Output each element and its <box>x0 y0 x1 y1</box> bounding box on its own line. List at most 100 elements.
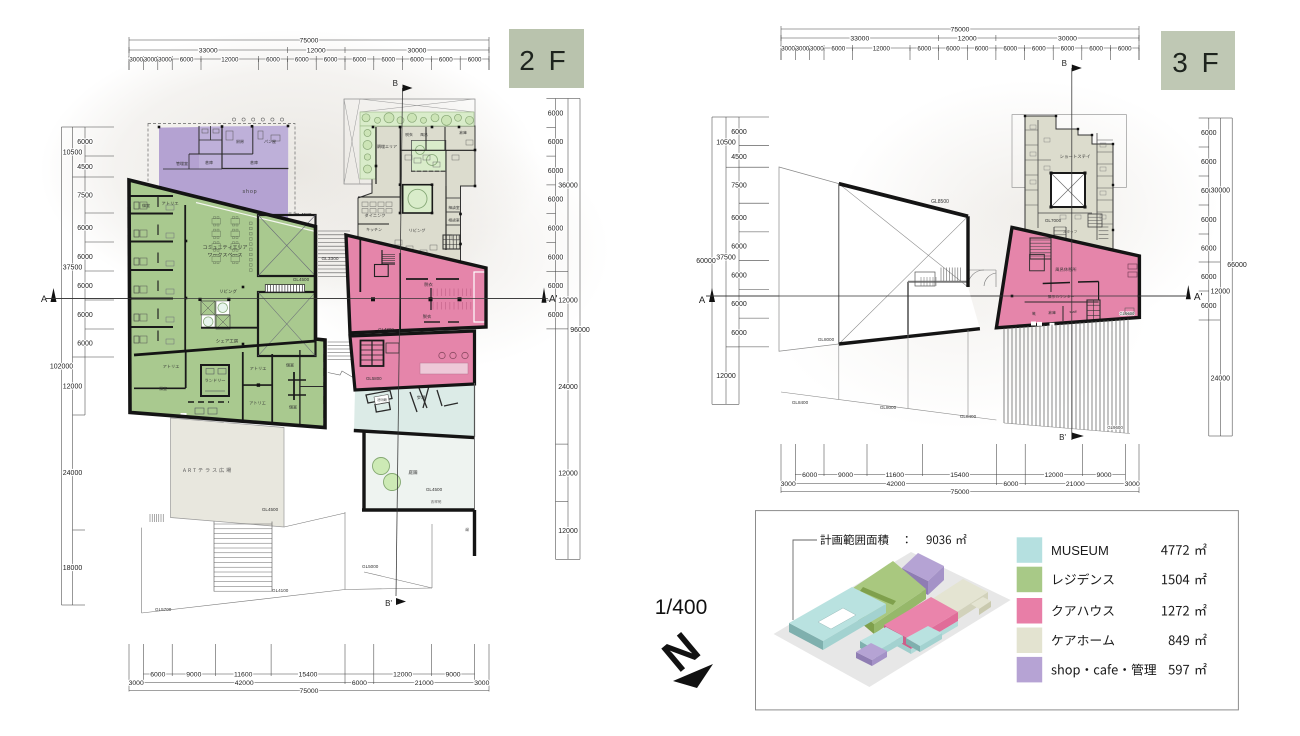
svg-text:staff: staff <box>1069 310 1077 314</box>
svg-text:6000: 6000 <box>77 312 93 319</box>
svg-text:75000: 75000 <box>951 489 970 496</box>
svg-text:A: A <box>41 294 48 305</box>
svg-text:75000: 75000 <box>300 37 319 44</box>
svg-text:6000: 6000 <box>548 226 564 233</box>
svg-text:3 F: 3 F <box>1172 47 1221 78</box>
svg-text:6000: 6000 <box>77 340 93 347</box>
svg-text:75000: 75000 <box>300 688 319 695</box>
svg-text:12000: 12000 <box>1044 472 1063 479</box>
svg-text:GL8400: GL8400 <box>792 400 809 405</box>
svg-text:7500: 7500 <box>77 192 93 199</box>
svg-text:6000: 6000 <box>548 254 564 261</box>
svg-text:A': A' <box>1194 292 1203 303</box>
svg-text:75000: 75000 <box>951 26 970 33</box>
svg-text:24000: 24000 <box>558 384 578 391</box>
svg-text:6000: 6000 <box>1003 481 1018 488</box>
svg-text:6000: 6000 <box>77 225 93 232</box>
svg-text:9000: 9000 <box>445 671 460 678</box>
svg-text:3000: 3000 <box>474 680 489 687</box>
svg-text:3000: 3000 <box>129 680 144 687</box>
svg-text:6000: 6000 <box>1118 45 1132 52</box>
svg-text:9000: 9000 <box>1096 472 1111 479</box>
svg-text:42000: 42000 <box>235 680 254 687</box>
svg-text:10500: 10500 <box>716 140 736 147</box>
svg-text:GL4800: GL4800 <box>378 327 394 332</box>
svg-text:GL3300: GL3300 <box>321 256 338 262</box>
svg-text:3000: 3000 <box>158 56 172 63</box>
svg-text:3000: 3000 <box>144 56 158 63</box>
svg-text:6000: 6000 <box>731 301 747 308</box>
svg-text:GL9600: GL9600 <box>1120 311 1136 316</box>
svg-text:10500: 10500 <box>63 149 83 156</box>
svg-text:6000: 6000 <box>802 472 817 479</box>
svg-text:12000: 12000 <box>63 383 83 390</box>
svg-text:30000: 30000 <box>1211 187 1231 194</box>
svg-text:6000: 6000 <box>77 283 93 290</box>
svg-text:6000: 6000 <box>548 197 564 204</box>
svg-text:6000: 6000 <box>917 45 931 52</box>
svg-text:B': B' <box>385 599 392 608</box>
svg-text:12000: 12000 <box>958 35 977 42</box>
svg-text:1/400: 1/400 <box>655 596 708 619</box>
svg-text:6000: 6000 <box>731 330 747 337</box>
svg-text:GL5000: GL5000 <box>362 564 379 569</box>
svg-text:60000: 60000 <box>696 258 716 265</box>
svg-text:GL7000: GL7000 <box>1045 218 1062 223</box>
svg-text:6000: 6000 <box>975 45 989 52</box>
svg-text:21000: 21000 <box>1066 481 1085 488</box>
svg-text:37500: 37500 <box>716 254 736 261</box>
svg-text:11600: 11600 <box>886 472 905 479</box>
svg-text:6000: 6000 <box>352 680 367 687</box>
svg-text:6000: 6000 <box>1089 45 1103 52</box>
svg-text:6000: 6000 <box>266 56 280 63</box>
svg-text:18000: 18000 <box>63 565 83 572</box>
svg-text:102000: 102000 <box>50 363 73 370</box>
svg-text:6000: 6000 <box>295 56 309 63</box>
svg-text:6000: 6000 <box>1201 274 1217 281</box>
svg-text:6000: 6000 <box>180 56 194 63</box>
svg-text:GL8000: GL8000 <box>818 337 835 342</box>
svg-text:GL4500: GL4500 <box>426 487 443 492</box>
svg-text:6000: 6000 <box>77 254 93 261</box>
svg-text:A': A' <box>549 294 558 305</box>
svg-text:B: B <box>393 79 398 88</box>
svg-text:3000: 3000 <box>810 45 824 52</box>
svg-text:66000: 66000 <box>1227 262 1247 269</box>
svg-text:6000: 6000 <box>548 139 564 146</box>
svg-text:GL4500: GL4500 <box>293 277 310 282</box>
svg-text:33000: 33000 <box>850 35 869 42</box>
svg-text:12000: 12000 <box>716 373 736 380</box>
svg-text:12000: 12000 <box>558 470 578 477</box>
svg-text:GL5700: GL5700 <box>155 607 172 612</box>
svg-text:3000: 3000 <box>781 481 796 488</box>
svg-text:MUSEUM: MUSEUM <box>1051 543 1109 558</box>
svg-text:GL8000: GL8000 <box>880 405 897 410</box>
svg-text:6000: 6000 <box>1201 159 1217 166</box>
svg-text:6000: 6000 <box>410 56 424 63</box>
svg-text:12000: 12000 <box>307 47 326 54</box>
svg-text:42000: 42000 <box>886 481 905 488</box>
svg-text:2 F: 2 F <box>519 45 568 76</box>
svg-text:6000: 6000 <box>1201 188 1217 195</box>
svg-text:6000: 6000 <box>731 129 747 136</box>
svg-text:6000: 6000 <box>1003 45 1017 52</box>
svg-text:9000: 9000 <box>838 472 853 479</box>
svg-text:21000: 21000 <box>415 680 434 687</box>
svg-text:12000: 12000 <box>558 528 578 535</box>
svg-text:A: A <box>699 295 706 306</box>
svg-text:6000: 6000 <box>381 56 395 63</box>
svg-text:6000: 6000 <box>468 56 482 63</box>
svg-text:6000: 6000 <box>439 56 453 63</box>
svg-text:12000: 12000 <box>558 298 578 305</box>
svg-text:12000: 12000 <box>221 56 239 63</box>
svg-text:24000: 24000 <box>63 470 83 477</box>
svg-text:12000: 12000 <box>873 45 891 52</box>
svg-text:3000: 3000 <box>796 45 810 52</box>
svg-text:B': B' <box>1059 433 1066 442</box>
svg-text:6000: 6000 <box>946 45 960 52</box>
svg-text:12000: 12000 <box>1211 288 1231 295</box>
svg-text:6000: 6000 <box>353 56 367 63</box>
svg-text:6000: 6000 <box>548 110 564 117</box>
svg-text:6000: 6000 <box>150 671 165 678</box>
svg-text:6000: 6000 <box>1201 245 1217 252</box>
